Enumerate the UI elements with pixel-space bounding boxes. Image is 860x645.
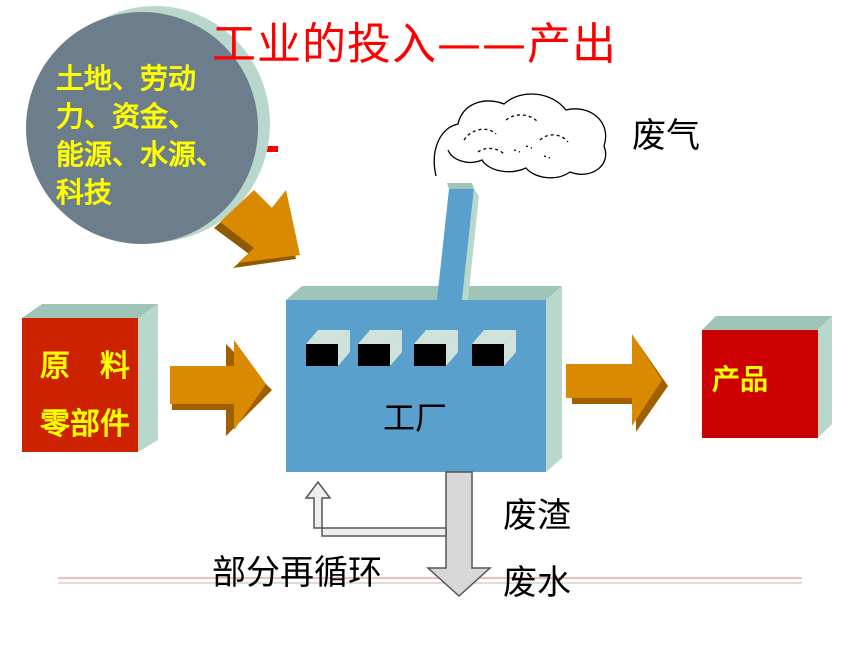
bubble-to-factory-arrow xyxy=(214,190,300,268)
parts-label: 零部件 xyxy=(40,407,130,442)
product-box xyxy=(702,316,832,438)
waste-slag-label: 废渣 xyxy=(503,496,571,536)
raw-material-box xyxy=(22,304,158,452)
raw-material-label: 原 料 xyxy=(40,349,130,384)
exhaust-gas-label: 废气 xyxy=(632,116,700,156)
raw-material-text: 原 料 零部件 xyxy=(40,338,130,454)
chimney xyxy=(437,189,474,300)
title-underline-stub xyxy=(262,146,278,152)
factory-building xyxy=(286,183,562,472)
waste-water-label: 废水 xyxy=(503,563,571,603)
input-factors-text: 土地、劳动 力、资金、 能源、水源、 科技 xyxy=(56,60,224,212)
factory-windows xyxy=(306,330,516,366)
input-factors-line: 力、资金、 xyxy=(56,100,197,133)
waste-down-arrow xyxy=(426,471,492,598)
factory-label: 工厂 xyxy=(383,399,448,437)
input-factors-line: 土地、劳动 xyxy=(56,62,197,95)
smoke-cloud xyxy=(433,93,607,179)
recycle-arrow xyxy=(304,480,447,537)
input-factors-line: 科技 xyxy=(56,176,113,209)
raw-to-factory-arrow xyxy=(170,340,272,436)
input-factors-line: 能源、水源、 xyxy=(56,138,225,171)
page-title: 工业的投入——产出 xyxy=(212,19,617,70)
factory-to-product-arrow xyxy=(566,334,668,432)
recycle-label: 部分再循环 xyxy=(212,553,382,593)
product-label: 产品 xyxy=(712,363,769,396)
input-bubble xyxy=(26,6,270,244)
